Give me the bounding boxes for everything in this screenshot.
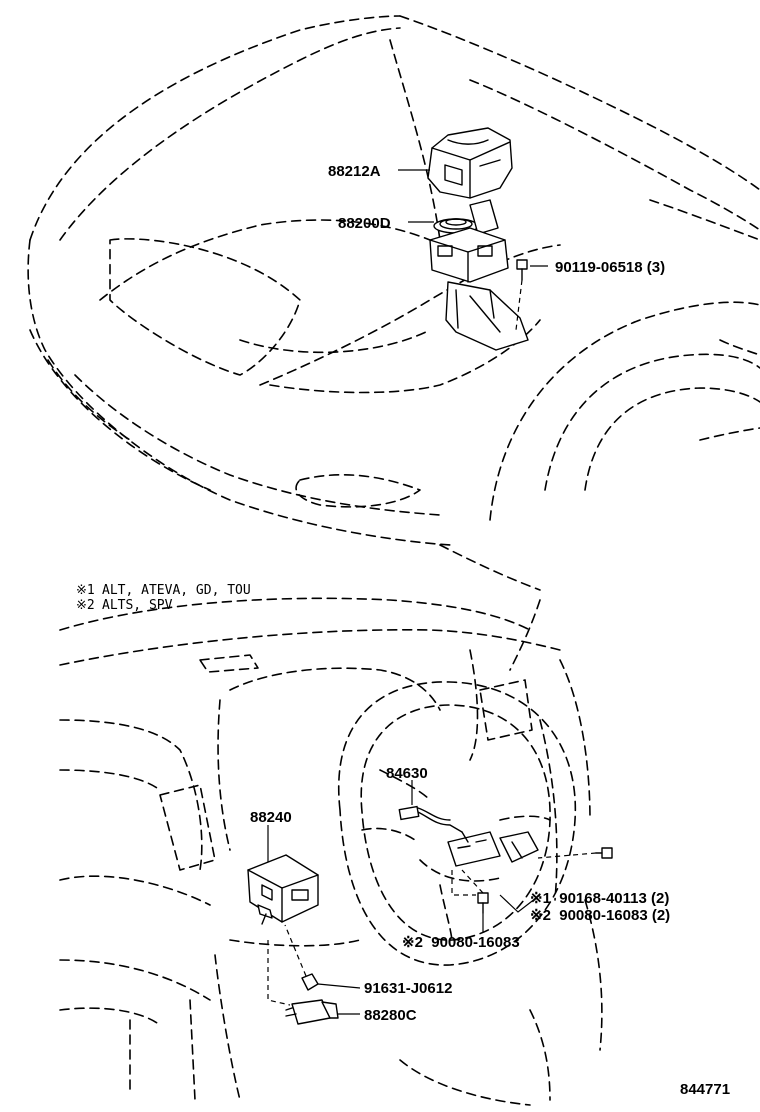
harness-84630[interactable] (398, 805, 539, 867)
label-90168-40113: ※1 90168-40113 (2) (530, 890, 669, 907)
car-front-outline (27, 15, 760, 591)
label-90080-16083-2: ※2 90080-16083 (2) (530, 907, 670, 924)
label-90119-06518: 90119-06518 (3) (555, 259, 665, 276)
label-91631-J0612: 91631-J0612 (364, 980, 452, 997)
label-84630: 84630 (386, 765, 428, 782)
switch-88280C[interactable] (267, 940, 339, 1025)
bolt-91631-J0612[interactable] (284, 924, 319, 991)
label-88240: 88240 (250, 809, 292, 826)
label-88200D: 88200D (338, 215, 391, 232)
figure-number: 844771 (680, 1081, 730, 1098)
sensor-88240[interactable] (247, 854, 319, 925)
label-90080-16083: ※2 90080-16083 (402, 934, 520, 951)
cover-88212A[interactable] (427, 127, 513, 199)
screw-90168-40113[interactable] (537, 847, 613, 859)
screw-90080-16083[interactable] (461, 869, 489, 914)
note-2-mark: ※2 (76, 598, 95, 613)
assembly-88200D[interactable] (429, 199, 529, 351)
label-88212A: 88212A (328, 163, 381, 180)
note-1-mark: ※1 (76, 583, 95, 598)
bolt-90119-06518[interactable] (515, 259, 528, 331)
note-1-text: ALT, ATEVA, GD, TOU (102, 583, 251, 598)
label-88280C: 88280C (364, 1007, 417, 1024)
note-2-text: ALTS, SPV (102, 598, 173, 613)
dashboard-outline (59, 597, 603, 1106)
